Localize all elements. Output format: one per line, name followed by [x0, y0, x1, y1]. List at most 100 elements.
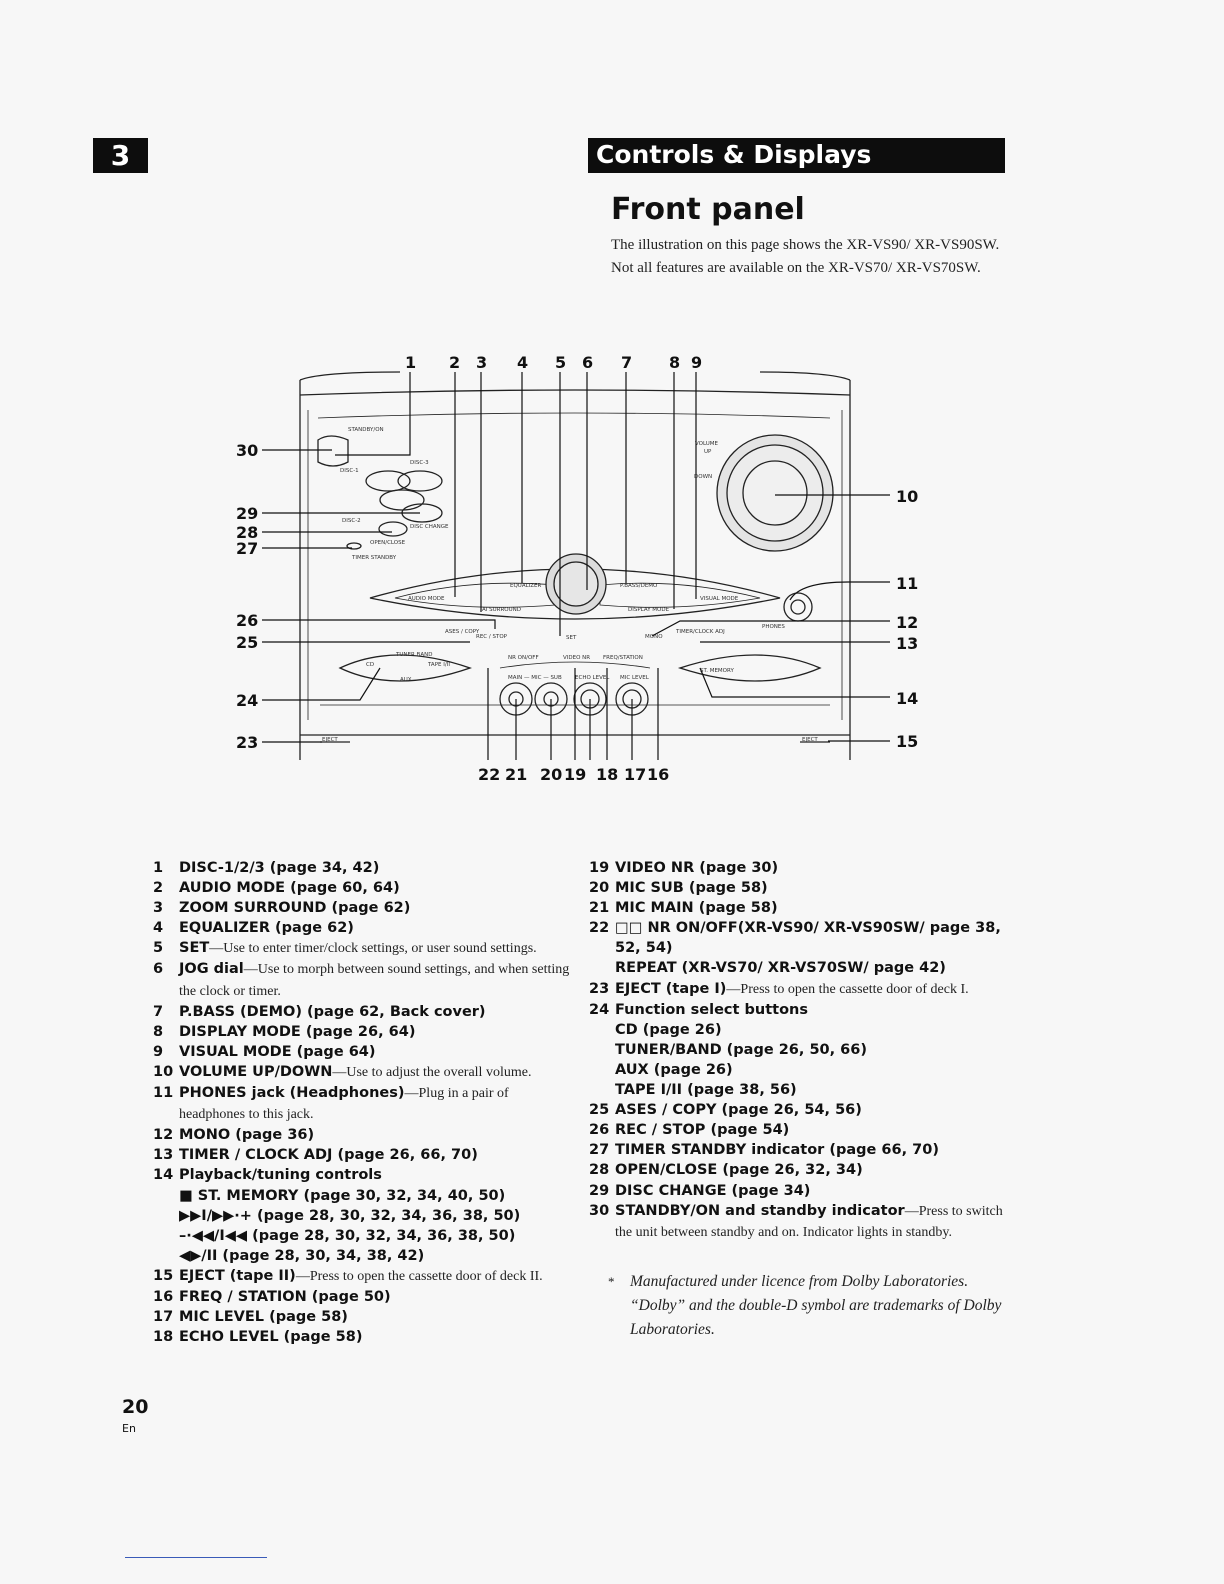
label-cd: CD [366, 662, 374, 668]
label-timer-clock: TIMER/CLOCK ADJ [675, 629, 725, 635]
dolby-footnote: * Manufactured under licence from Dolby … [608, 1270, 1008, 1342]
callout-20: 20 [540, 765, 562, 784]
section-title: Controls & Displays [588, 138, 1005, 173]
page-number: 20 [122, 1396, 149, 1418]
footnote-text: Manufactured under licence from Dolby La… [630, 1273, 1002, 1338]
label-st-memory: ST. MEMORY [700, 668, 734, 674]
label-visual-mode: VISUAL MODE [700, 596, 739, 602]
callout-27: 27 [236, 539, 258, 558]
callout-14: 14 [896, 689, 918, 708]
label-display-mode: DISPLAY MODE [628, 607, 670, 613]
label-up: UP [704, 449, 712, 455]
label-down: DOWN [694, 474, 712, 480]
label-tuner: TUNER BAND [395, 652, 432, 658]
callout-2: 2 [449, 353, 460, 372]
callout-8: 8 [669, 353, 680, 372]
label-nr: NR ON/OFF [508, 655, 539, 661]
callout-13: 13 [896, 634, 918, 653]
label-disc1: DISC-1 [340, 468, 359, 474]
label-disc-change: DISC CHANGE [410, 524, 449, 530]
label-phones: PHONES [762, 624, 785, 630]
language-code: En [122, 1422, 136, 1435]
callout-9: 9 [691, 353, 702, 372]
callout-10: 10 [896, 487, 918, 506]
label-echo-level: ECHO LEVEL [575, 675, 610, 681]
callout-19: 19 [564, 765, 586, 784]
label-surround: AI SURROUND [482, 607, 521, 613]
callout-5: 5 [555, 353, 566, 372]
callout-3: 3 [476, 353, 487, 372]
label-open-close: OPEN/CLOSE [370, 540, 406, 546]
callout-16: 16 [647, 765, 669, 784]
callout-4: 4 [517, 353, 528, 372]
label-video-nr: VIDEO NR [563, 655, 590, 661]
footer-rule [125, 1557, 267, 1558]
label-mic-level: MIC LEVEL [620, 675, 650, 681]
callout-1: 1 [405, 353, 416, 372]
label-eject-1: EJECT [322, 737, 338, 743]
label-equalizer: EQUALIZER [510, 583, 542, 589]
label-ases: ASES / COPY [445, 629, 480, 635]
label-disc3: DISC-3 [410, 460, 429, 466]
chapter-number: 3 [93, 138, 148, 173]
callout-29: 29 [236, 504, 258, 523]
callout-18: 18 [596, 765, 618, 784]
label-eject-2: EJECT [802, 737, 818, 743]
label-freq: FREQ/STATION [603, 655, 643, 661]
callout-15: 15 [896, 732, 918, 751]
label-mic-main-sub: MAIN — MIC — SUB [508, 675, 562, 681]
label-volume: VOLUME [695, 441, 719, 447]
callout-21: 21 [505, 765, 527, 784]
label-mono: MONO [645, 634, 663, 640]
intro-text: The illustration on this page shows the … [611, 237, 1000, 276]
label-aux: AUX [400, 677, 412, 683]
label-disc2: DISC-2 [342, 518, 361, 524]
label-rec: REC / STOP [476, 634, 508, 640]
callout-17: 17 [624, 765, 646, 784]
list-item: 22□□ NR ON/OFF(XR-VS90/ XR-VS90SW/ page … [589, 920, 1001, 977]
callout-7: 7 [621, 353, 632, 372]
label-tape: TAPE I/II [427, 662, 450, 668]
label-timer-standby: TIMER STANDBY [351, 555, 397, 561]
callout-28: 28 [236, 523, 258, 542]
front-panel-diagram: STANDBY/ON DISC-1 DISC-3 DISC-2 DISC CHA… [236, 353, 918, 784]
callout-23: 23 [236, 733, 258, 752]
callout-25: 25 [236, 633, 258, 652]
footnote-mark: * [608, 1274, 615, 1289]
label-pbass: P.BASS/DEMO [620, 583, 658, 589]
page-title: Front panel [611, 192, 805, 227]
callout-26: 26 [236, 611, 258, 630]
label-audio-mode: AUDIO MODE [408, 596, 445, 602]
callout-30: 30 [236, 441, 258, 460]
callout-6: 6 [582, 353, 593, 372]
